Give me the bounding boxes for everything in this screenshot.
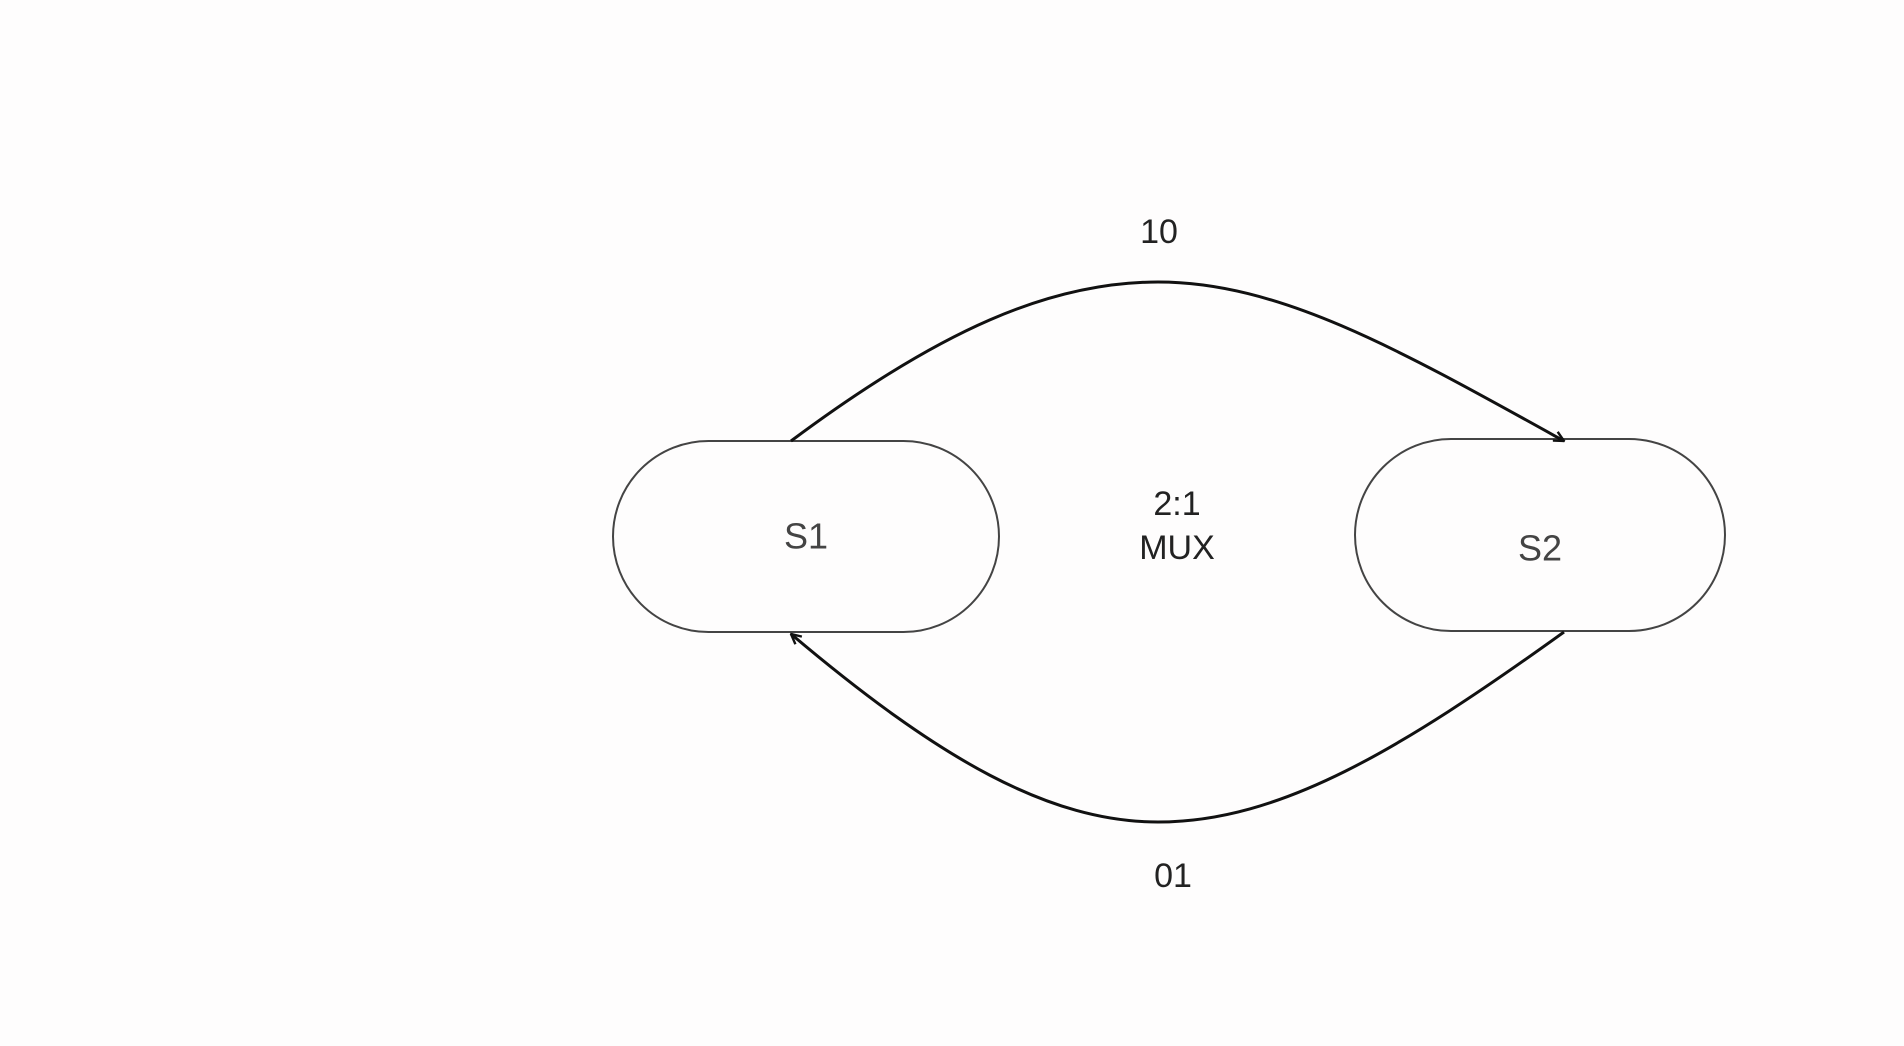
- state-node-s1-shape: [612, 440, 1000, 633]
- state-node-s1[interactable]: S1: [612, 440, 1000, 633]
- state-node-s2[interactable]: S2: [1354, 438, 1726, 632]
- transition-label-s1-to-s2: 10: [1140, 213, 1178, 251]
- state-node-s2-shape: [1354, 438, 1726, 632]
- state-node-s2-label: S2: [1518, 528, 1562, 569]
- center-component-label: 2:1 MUX: [1139, 485, 1215, 567]
- transition-label-s2-to-s1: 01: [1154, 857, 1192, 895]
- state-node-s1-label: S1: [784, 516, 828, 557]
- transition-edge-s1-to-s2[interactable]: [790, 280, 1564, 443]
- transition-edge-s2-to-s1[interactable]: [791, 630, 1565, 824]
- center-label-line-1: 2:1: [1153, 485, 1200, 523]
- center-label-line-2: MUX: [1139, 529, 1215, 567]
